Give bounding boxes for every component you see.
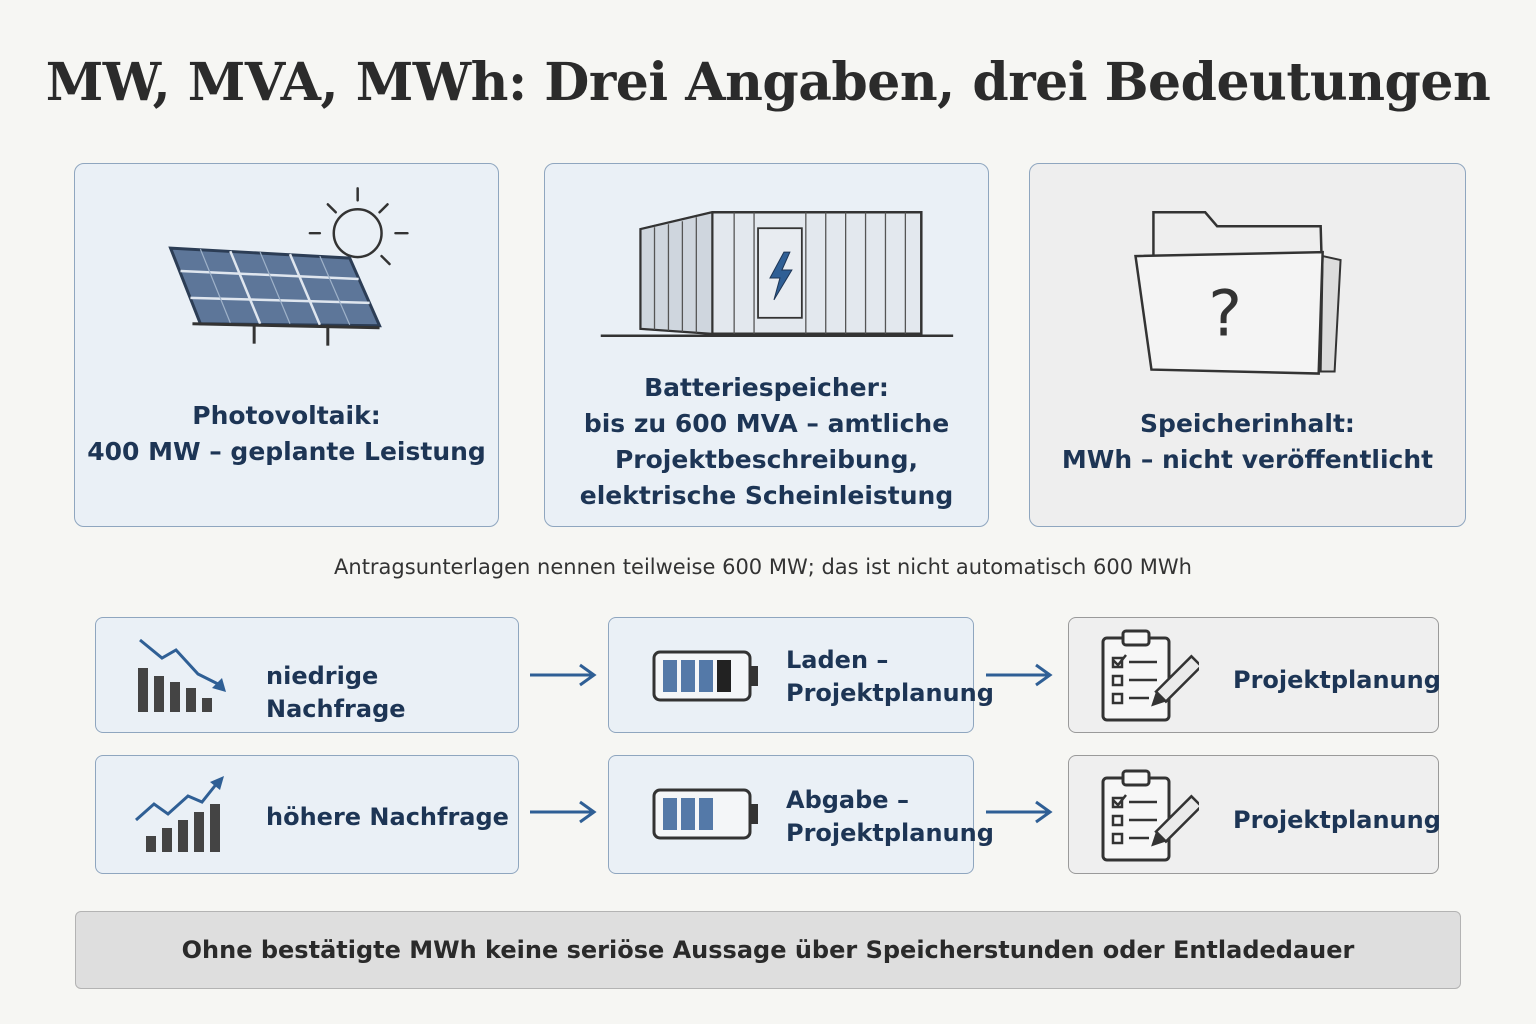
plan-label-2: Projektplanung [1233, 806, 1441, 834]
falling-chart-icon [138, 638, 226, 712]
arrow-icon [986, 800, 1053, 824]
footer-text: Ohne bestätigte MWh keine seriöse Aussag… [181, 936, 1355, 964]
arrow-icon [530, 663, 597, 687]
battery-container-icon [600, 211, 954, 337]
note-text: Antragsunterlagen nennen teilweise 600 M… [334, 555, 1192, 579]
plan-box-1: Projektplanung [1068, 617, 1441, 733]
pv-card: Photovoltaik: 400 MW – geplante Leistung [74, 163, 499, 527]
battery-card: Batteriespeicher: bis zu 600 MVA – amtli… [544, 163, 989, 527]
footer-banner: Ohne bestätigte MWh keine seriöse Aussag… [75, 911, 1461, 989]
battery-card-label: Batteriespeicher: bis zu 600 MVA – amtli… [579, 373, 954, 510]
plan-box-2: Projektplanung [1068, 755, 1441, 874]
arrow-icon [530, 800, 597, 824]
battery-charging-icon [652, 650, 758, 702]
svg-text:?: ? [1208, 278, 1242, 352]
demand-low-label: niedrige Nachfrage [266, 662, 406, 723]
solar-panel-icon [168, 187, 409, 346]
page-title: MW, MVA, MWh: Drei Angaben, drei Bedeutu… [45, 52, 1491, 113]
battery-discharging-icon [652, 788, 758, 840]
storage-content-card: ? Speicherinhalt: MWh – nicht veröffentl… [1029, 163, 1466, 527]
battery-box-discharge: Abgabe – Projektplanung [608, 755, 994, 874]
arrow-icon [986, 663, 1053, 687]
clipboard-checklist-icon [1101, 769, 1199, 862]
battery-box-charge: Laden – Projektplanung [608, 617, 994, 733]
clipboard-checklist-icon [1101, 629, 1199, 722]
demand-box-low: niedrige Nachfrage [95, 617, 519, 733]
battery-charge-label: Laden – Projektplanung [786, 646, 994, 707]
folder-question-icon: ? [1134, 211, 1342, 375]
battery-discharge-label: Abgabe – Projektplanung [786, 786, 994, 847]
rising-chart-icon [135, 776, 224, 852]
plan-label-1: Projektplanung [1233, 666, 1441, 694]
demand-box-high: höhere Nachfrage [95, 755, 519, 874]
pv-card-label: Photovoltaik: 400 MW – geplante Leistung [87, 401, 486, 466]
demand-high-label: höhere Nachfrage [266, 803, 509, 831]
storage-content-card-label: Speicherinhalt: MWh – nicht veröffentlic… [1061, 409, 1434, 474]
